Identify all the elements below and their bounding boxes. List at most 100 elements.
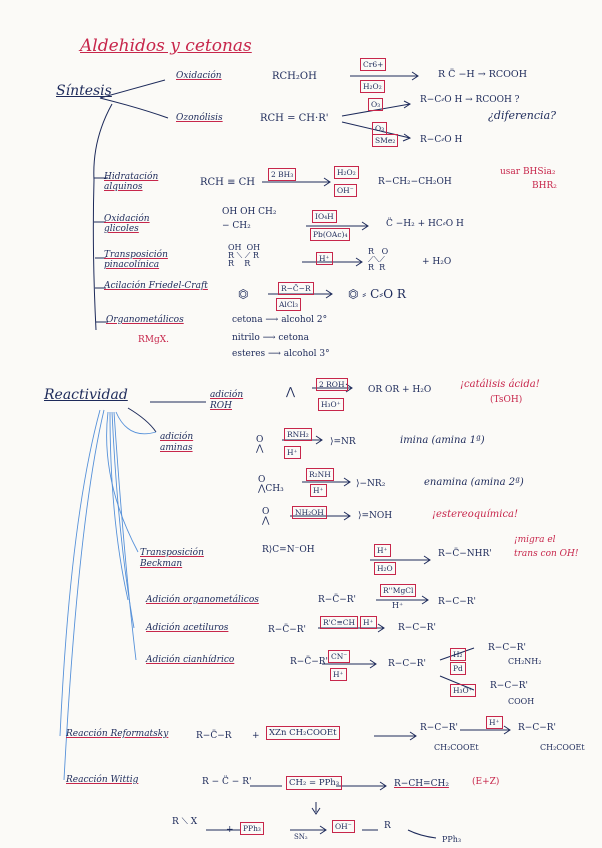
beckman-label: Transposición Beckman [140,548,204,570]
oxidacion-reagent-bottom: H₂O₂ [360,80,385,93]
acylbenzene-icon: ⏣ ⸗ C⸗O R [348,287,406,301]
acetiluros-reagent1: R'C≡CH [320,616,359,629]
reformatsky-plus: + [252,731,260,741]
reactividad-heading: Reactividad [44,387,128,403]
acilacion-reagent2: AlCl₃ [276,298,301,311]
organometalicos-row-3: esteres ⟶ alcohol 3° [232,349,330,359]
organometalicos-react-reactant: R−C̈−R' [318,595,356,605]
reformatsky-reactant: R−C̈−R [196,731,232,741]
adicion-roh-note1: ¡catálisis ácida! [460,379,540,390]
beckman-note1: ¡migra el [514,535,556,545]
hidratacion-reagent2: H₂O₂ [334,166,359,179]
acetiluros-product: R−C−R' [398,623,436,633]
oxidacion-glicoles-reagent1: IO₄H [312,210,337,223]
hidratacion-label: Hidratación alquinos [104,172,159,193]
ylide-plus: + [226,825,234,835]
ylide-r: R [384,821,391,831]
organometalicos-row-1: cetona ⟶ alcohol 2° [232,315,328,325]
ozonolisis-product1: R−C⸗O H → RCOOH ? [420,95,520,105]
transposicion-reagent: H⁺ [316,252,333,265]
wittig-reagent: CH₂ = PPh₃ [286,776,343,790]
benzene-icon: ⏣ [238,287,249,301]
organometalicos-react-reagent1: R''MgCl [380,584,417,597]
beckman-product: R−C̈−NHR' [438,549,492,559]
acetiluros-label: Adición acetiluros [146,623,229,633]
pinacolone-structure: R O⟋⟍⟋R R [368,247,389,272]
oxidacion-product: R C̈ −H → RCOOH [438,69,527,80]
adicion-roh-label: adición ROH [210,390,244,411]
ylide-reagent2: SN₂ [294,833,308,841]
oxidacion-glicoles-reactant: OH OH CH₂ − CH₂ [222,207,277,231]
aminas-r3-reagent1: NH₂OH [292,506,327,519]
organometalicos-react-label: Adición organometálicos [146,595,259,605]
hidratacion-product: R−CH₂−CH₂OH [378,177,452,187]
aminas-r1-product: ⟩=NR [330,437,356,447]
cianhidrico-label: Adición cianhídrico [146,655,235,665]
ylide-reactant: R ⟍ X [172,817,198,827]
organometalicos-label: Organometálicos [106,315,184,325]
aminas-r2-product: ⟩−NR₂ [356,479,386,489]
aminas-r2-reagent1: R₂NH [306,468,334,481]
hidratacion-note1: usar BHSia₂ [500,167,556,177]
cianhidrico-reagent2: H⁺ [330,668,347,681]
hidratacion-reagent3: OH⁻ [334,184,357,197]
ozonolisis-product2: R−C⸗O H [420,135,463,145]
aminas-reactant-2: O⋀CH₃ [258,475,284,494]
ozonolisis-question: ¿diferencia? [488,109,557,122]
adicion-aminas-label: adición aminas [160,432,194,453]
adicion-roh-reagent1: 2 ROH [316,378,348,391]
transposicion-product: + H₂O [422,257,452,267]
reformatsky-productb: CH₂COOEt [540,743,585,752]
aminas-r3-product: ⟩=NOH [358,511,393,521]
acetiluros-reactant: R−C̈−R' [268,625,306,635]
reformatsky-reagent: XZn CH₂COOEt [266,726,340,740]
beckman-note2: trans con OH! [514,549,579,559]
organometalicos-row-2: nitrilo ⟶ cetona [232,333,309,343]
acetiluros-reagent2: H⁺ [360,616,377,629]
cianhidrico-p2b: COOH [508,697,535,706]
oxidacion-glicoles-label: Oxidación glicoles [104,214,150,235]
cianhidrico-r-h3o: H₃O⁺ [450,684,476,697]
beckman-reactant: R⟩C=N⁻OH [262,545,315,555]
ylide-product: PPh₃ [442,835,462,844]
aminas-reactant-1: O⋀ [256,435,264,454]
aminas-r1-reagent2: H⁺ [284,446,301,459]
hidratacion-reactant: RCH ≡ CH [200,177,256,188]
wittig-product: R−CH=CH₂ [394,779,449,789]
ozonolisis-reagent2b: SMe₂ [372,134,399,147]
cianhidrico-reactant: R−C̈−R' [290,657,328,667]
cianhidrico-r-h2: H₂ [450,648,466,661]
wittig-reactant: R − C̈ − R' [202,777,252,787]
aminas-r1-reagent1: RNH₂ [284,428,312,441]
transposicion-label: Transposición pinacolínica [104,250,168,271]
adicion-roh-note2: (TsOH) [490,395,523,405]
reformatsky-mid: R−C−R' [420,723,458,733]
ylide-reagent3: OH⁻ [332,820,355,833]
organometalicos-react-reagent2: H⁺ [392,601,404,610]
oxidacion-glicoles-product: C̈ −H₂ + HC⸗O H [386,219,464,229]
page-title: Aldehidos y cetonas [80,36,252,56]
adicion-roh-product: OR OR + H₂O [368,385,432,395]
wittig-label: Reacción Wittig [66,775,139,785]
reformatsky-reagent2: H⁺ [486,716,503,729]
ylide-reagent1: PPh₃ [240,822,264,835]
reformatsky-midb: CH₂COOEt [434,743,479,752]
ozonolisis-reactant: RCH = CH·R' [260,113,329,124]
oxidacion-reactant: RCH₂OH [272,71,317,82]
adicion-roh-reagent2: H₃O⁺ [318,398,344,411]
aminas-r2-reagent2: H⁺ [310,484,327,497]
aminas-r2-name: enamina (amina 2ª) [424,477,524,488]
sintesis-heading: Síntesis [56,83,112,99]
wittig-note: (E+Z) [472,777,500,787]
ozonolisis-reagent1: O₃ [368,98,384,111]
aminas-r1-name: imina (amina 1ª) [400,435,485,446]
reformatsky-label: Reacción Reformatsky [66,729,169,739]
acilacion-reagent1: R−C̈−R [278,282,314,295]
hidratacion-reagent1: 2 BH₃ [268,168,297,181]
cianhidrico-mid: R−C−R' [388,659,426,669]
oxidacion-label: Oxidación [176,71,222,81]
organometalicos-note: RMgX. [138,335,170,345]
aminas-reactant-3: O⋀ [262,507,270,526]
reformatsky-product: R−C−R' [518,723,556,733]
